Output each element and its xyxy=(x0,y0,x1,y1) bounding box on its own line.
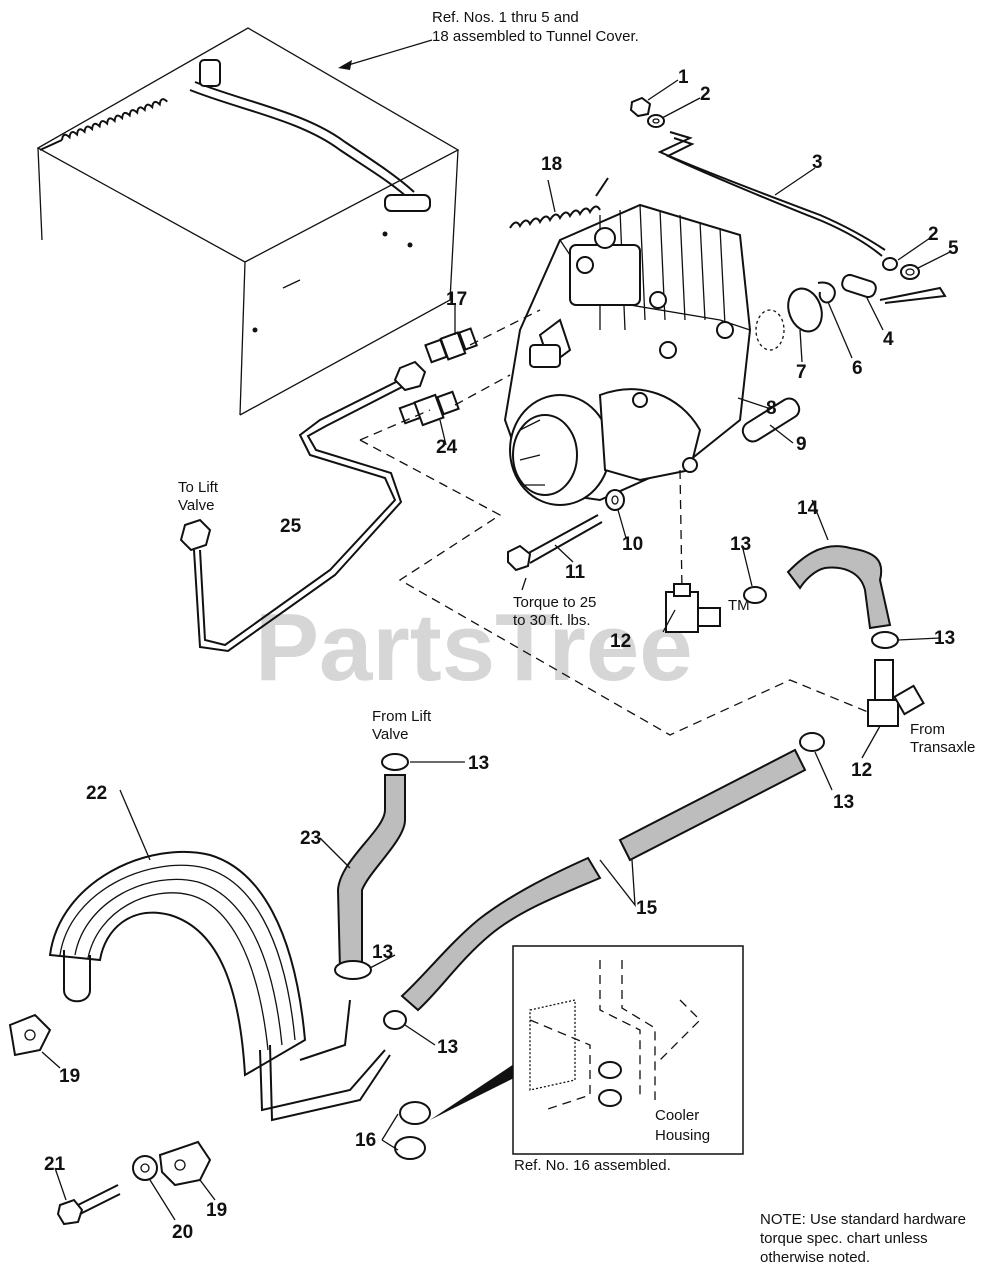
hardware-note-line-3: otherwise noted. xyxy=(760,1249,870,1266)
callout-18: 18 xyxy=(541,154,562,175)
fitting-17 xyxy=(424,327,478,364)
washer-20 xyxy=(132,1155,158,1181)
from-transaxle-label-line-2: Transaxle xyxy=(910,739,975,756)
callout-24: 24 xyxy=(436,437,458,458)
trademark-mark: TM xyxy=(728,597,750,614)
callout-23: 23 xyxy=(300,828,321,849)
nut-1 xyxy=(629,96,652,118)
watermark: PartsTree xyxy=(255,594,693,701)
spacer-4 xyxy=(841,273,877,299)
callout-13-lower: 13 xyxy=(437,1037,458,1058)
torque-note-line-2: to 30 ft. lbs. xyxy=(513,612,591,629)
callout-leaders xyxy=(41,79,951,1221)
tunnel-cover-arrow xyxy=(338,60,352,70)
callout-10: 10 xyxy=(622,534,643,555)
hose-23 xyxy=(336,774,406,971)
callout-13-hose-15: 13 xyxy=(833,792,854,813)
washer-10 xyxy=(605,489,625,511)
callout-13-upper: 13 xyxy=(730,534,751,555)
callout-16: 16 xyxy=(355,1130,376,1151)
tunnel-cover xyxy=(36,27,460,416)
clip-6 xyxy=(817,281,836,304)
callout-4: 4 xyxy=(883,329,894,350)
callout-8: 8 xyxy=(766,398,777,419)
cooler-housing-label-line-1: Cooler xyxy=(655,1107,699,1124)
callout-12-upper: 12 xyxy=(610,631,631,652)
callout-5: 5 xyxy=(948,238,959,259)
inset-arrow xyxy=(430,1060,520,1120)
inset-caption: Ref. No. 16 assembled. xyxy=(514,1157,671,1174)
tunnel-cover-leader xyxy=(344,39,433,67)
grommet-16-leaders xyxy=(381,1113,399,1151)
bracket-19-left xyxy=(8,1013,52,1057)
grommets-16 xyxy=(394,1101,431,1160)
callout-25: 25 xyxy=(280,516,302,537)
from-lift-valve-label-line-1: From Lift xyxy=(372,708,432,725)
callout-2-lower: 2 xyxy=(928,224,939,245)
hose-15 xyxy=(400,748,807,1012)
callout-14: 14 xyxy=(797,498,819,519)
hardware-note-line-2: torque spec. chart unless xyxy=(760,1230,928,1247)
clamp-13-right xyxy=(871,631,899,649)
oil-cooler-22 xyxy=(48,850,391,1122)
callout-13-hose-23: 13 xyxy=(372,942,393,963)
to-lift-valve-label-line-1: To Lift xyxy=(178,479,219,496)
callout-22: 22 xyxy=(86,783,107,804)
callout-2-upper: 2 xyxy=(700,84,711,105)
to-lift-valve-label-line-2: Valve xyxy=(178,497,214,514)
callout-13-right: 13 xyxy=(934,628,955,649)
tunnel-cover-note-line-2: 18 assembled to Tunnel Cover. xyxy=(432,28,639,45)
callout-17: 17 xyxy=(446,289,467,310)
tube-25 xyxy=(179,360,427,653)
callout-6: 6 xyxy=(852,358,863,379)
inset-detail xyxy=(512,945,744,1155)
callout-9: 9 xyxy=(796,434,807,455)
assembly-dashed-lines xyxy=(359,309,869,736)
clamp-13-right-hose xyxy=(799,732,825,752)
callout-21: 21 xyxy=(44,1154,66,1175)
torque-note-line-1: Torque to 25 xyxy=(513,594,596,611)
callout-1: 1 xyxy=(678,67,689,88)
callout-11: 11 xyxy=(565,562,586,583)
callout-12-lower: 12 xyxy=(851,760,872,781)
elbow-fitting-12-upper xyxy=(665,583,721,633)
tunnel-cover-spring-rod xyxy=(39,59,431,212)
clamp-13-hose-23 xyxy=(334,960,372,980)
callout-19-left: 19 xyxy=(59,1066,80,1087)
splined-coupler xyxy=(755,309,785,351)
callout-3: 3 xyxy=(812,152,823,173)
clamp-13-hose-15 xyxy=(383,1010,407,1030)
from-transaxle-label-line-1: From xyxy=(910,721,945,738)
spring-washer-5 xyxy=(900,264,920,280)
tunnel-cover-note-line-1: Ref. Nos. 1 thru 5 and xyxy=(432,9,579,26)
callout-7: 7 xyxy=(796,362,807,383)
spring-18 xyxy=(509,177,609,229)
callout-19-lower: 19 xyxy=(206,1200,227,1221)
control-rod-3 xyxy=(657,131,886,257)
clamp-13-lift-valve xyxy=(381,753,409,771)
tube-9 xyxy=(741,397,801,443)
bolt-11 xyxy=(507,514,603,572)
bracket-19-lower xyxy=(158,1140,212,1187)
washer-2-lower xyxy=(882,257,898,271)
callout-15: 15 xyxy=(636,898,658,919)
hose-14 xyxy=(786,545,892,630)
bolt-21 xyxy=(56,1184,121,1226)
clamp-13-upper xyxy=(743,586,767,604)
hardware-note-line-1: NOTE: Use standard hardware xyxy=(760,1211,966,1228)
from-lift-valve-label-line-2: Valve xyxy=(372,726,408,743)
callout-13-lift-valve: 13 xyxy=(468,753,489,774)
elbow-fitting-12-lower xyxy=(867,659,925,727)
washer-2-upper xyxy=(647,114,665,128)
o-ring-7 xyxy=(787,287,823,333)
fitting-24 xyxy=(398,390,460,427)
hydrostatic-transmission-8 xyxy=(503,203,752,506)
callout-20: 20 xyxy=(172,1222,193,1243)
cotter-pin xyxy=(879,286,947,304)
cooler-housing-label-line-2: Housing xyxy=(655,1127,710,1144)
